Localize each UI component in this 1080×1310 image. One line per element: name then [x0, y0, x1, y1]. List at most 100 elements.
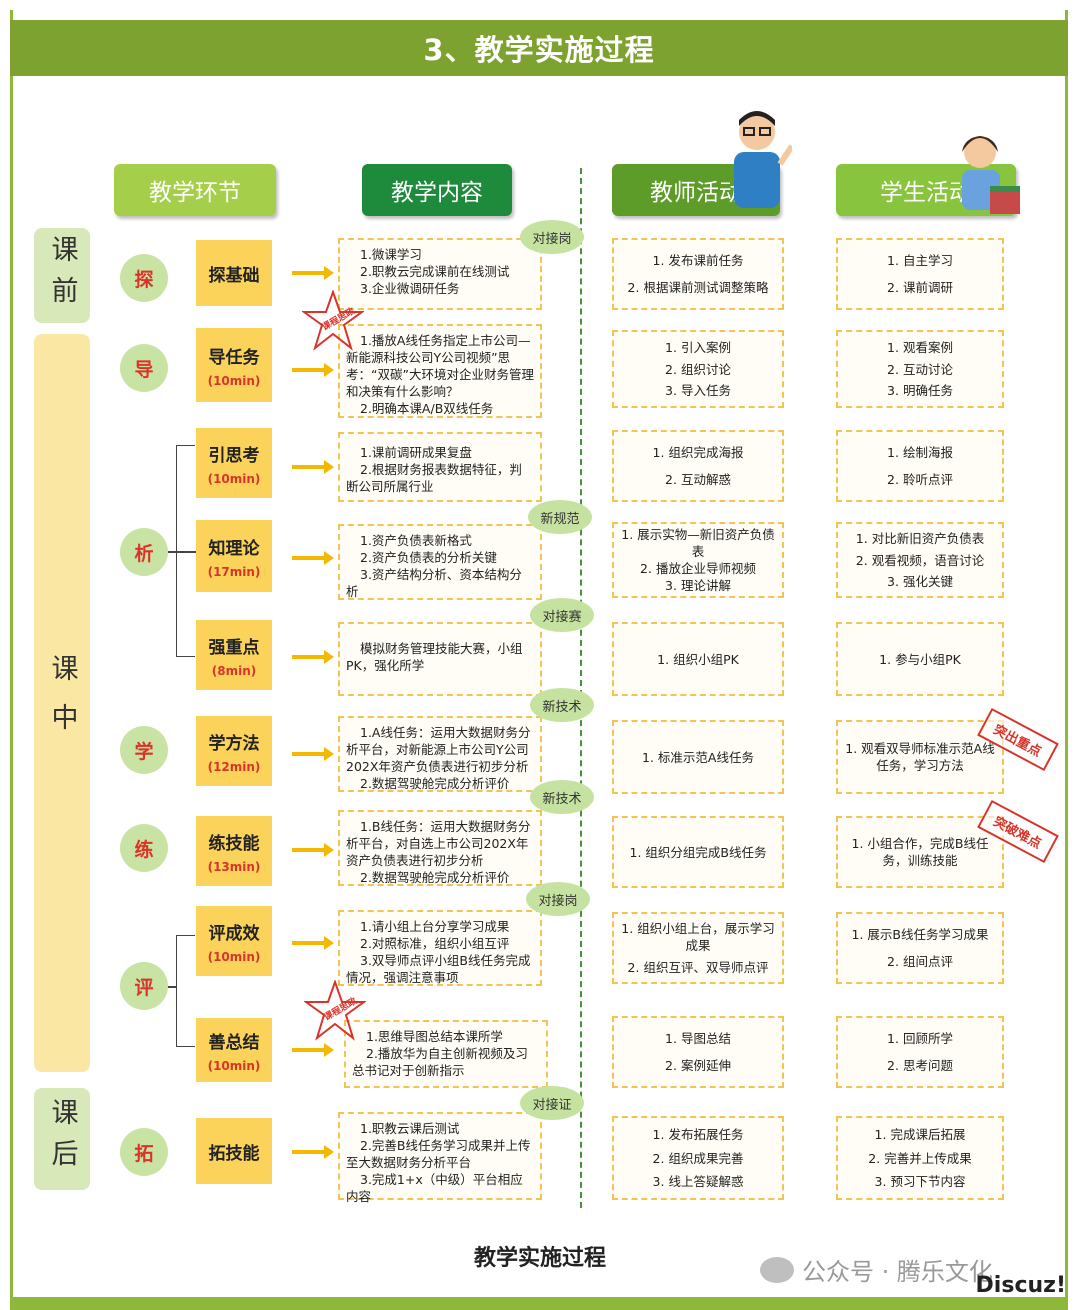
step-duration: (10min) — [207, 471, 261, 486]
content-line: 1.资产负债表新格式 — [360, 533, 472, 548]
teacher-line: 2. 组织互评、双导师点评 — [627, 959, 769, 975]
step-key-points: 强重点 (8min) — [196, 620, 272, 690]
circle-learn: 学 — [120, 726, 168, 774]
page-frame — [10, 10, 1068, 1300]
student-box-4: 1. 对比新旧资产负债表 2. 观看视频，语音讨论 3. 强化关键 — [836, 522, 1004, 598]
teacher-line: 1. 组织完成海报 — [652, 445, 744, 460]
circle-analyze: 析 — [120, 528, 168, 576]
step-label: 学方法 — [208, 733, 260, 754]
step-label: 导任务 — [208, 347, 260, 368]
teacher-line: 2. 互动解惑 — [665, 472, 731, 487]
ideology-star-stamp-icon — [304, 980, 366, 1041]
content-box-4: 1.资产负债表新格式 2.资产负债表的分析关键 3.资产结构分析、资本结构分析 — [338, 524, 542, 600]
teacher-line: 2. 组织成果完善 — [652, 1150, 744, 1166]
column-divider — [580, 168, 582, 1208]
ideology-star-stamp-icon — [302, 290, 364, 351]
content-line: 1.请小组上台分享学习成果 — [360, 919, 510, 934]
teacher-box-4: 1. 展示实物—新旧资产负债表 2. 播放企业导师视频 3. 理论讲解 — [612, 522, 784, 598]
content-box-10: 1.职教云课后测试 2.完善B线任务学习成果并上传至大数据财务分析平台 3.完成… — [338, 1112, 542, 1204]
teacher-box-3: 1. 组织完成海报 2. 互动解惑 — [612, 430, 784, 502]
content-box-8: 1.请小组上台分享学习成果 2.对照标准，组织小组互评 3.双导师点评小组B线任… — [338, 910, 542, 986]
content-line: 2.根据财务报表数据特征，判断公司所属行业 — [346, 462, 522, 494]
content-box-9: 1.思维导图总结本课所学 2.播放华为自主创新视频及习总书记对于创新指示 — [344, 1020, 548, 1088]
student-line: 1. 参与小组PK — [879, 651, 961, 667]
teacher-box-5: 1. 组织小组PK — [612, 622, 784, 696]
step-prompt-thinking: 引思考 (10min) — [196, 428, 272, 498]
arrow-right-icon — [292, 1043, 334, 1057]
student-box-6: 1. 观看双导师标准示范A线任务，学习方法 — [836, 720, 1004, 794]
step-skills: 练技能 (13min) — [196, 816, 272, 886]
content-line: 2.数据驾驶舱完成分析评价 — [360, 776, 510, 791]
arrow-right-icon — [292, 843, 334, 857]
content-line: 1.A线任务：运用大数据财务分析平台，对新能源上市公司Y公司202X年资产负债表… — [346, 725, 531, 774]
content-line: 3.双导师点评小组B线任务完成情况，强调注意事项 — [346, 953, 531, 985]
step-evaluate: 评成效 (10min) — [196, 906, 272, 976]
circle-evaluate: 评 — [120, 962, 168, 1010]
step-duration: (17min) — [207, 564, 261, 579]
header-stage: 教学环节 — [114, 164, 276, 216]
tag-new-tech: 新技术 — [530, 780, 594, 814]
step-methods: 学方法 (12min) — [196, 716, 272, 786]
student-line: 1. 展示B线任务学习成果 — [851, 927, 989, 942]
student-line: 1. 小组合作，完成B线任务，训练技能 — [851, 836, 989, 868]
step-label: 探基础 — [208, 265, 260, 286]
student-box-10: 1. 完成课后拓展 2. 完善并上传成果 3. 预习下节内容 — [836, 1116, 1004, 1200]
step-label: 拓技能 — [208, 1143, 260, 1164]
content-box-2: 1.播放A线任务指定上市公司—新能源科技公司Y公司视频”思考：“双碳”大环境对企… — [338, 324, 542, 418]
teacher-line: 1. 展示实物—新旧资产负债表 — [621, 527, 775, 559]
teacher-line: 3. 导入任务 — [665, 383, 731, 399]
arrow-right-icon — [292, 747, 334, 761]
step-duration: (10min) — [207, 373, 261, 388]
teacher-line: 2. 根据课前测试调整策略 — [627, 280, 769, 295]
content-line: 1.B线任务：运用大数据财务分析平台，对自选上市公司202X年资产负债表进行初步… — [346, 819, 531, 868]
bottom-bar — [10, 1300, 1068, 1310]
student-illustration-icon — [962, 136, 1020, 214]
arrow-right-icon — [292, 266, 334, 280]
arrow-right-icon — [292, 936, 334, 950]
wechat-label: 公众号 · 腾乐文化 — [802, 1258, 993, 1286]
bracket-stub-analyze — [168, 551, 176, 553]
teacher-line: 2. 案例延伸 — [665, 1058, 731, 1073]
diagram-caption: 教学实施过程 — [473, 1246, 606, 1271]
wechat-icon — [760, 1256, 794, 1283]
student-box-7: 1. 小组合作，完成B线任务，训练技能 — [836, 816, 1004, 888]
content-line: 2.数据驾驶舱完成分析评价 — [360, 870, 510, 885]
student-line: 2. 完善并上传成果 — [868, 1150, 972, 1166]
teacher-line: 1. 标准示范A线任务 — [642, 749, 754, 765]
student-box-2: 1. 观看案例 2. 互动讨论 3. 明确任务 — [836, 330, 1004, 408]
step-guide-task: 导任务 (10min) — [196, 328, 272, 402]
teacher-line: 3. 理论讲解 — [665, 578, 731, 593]
teacher-box-9: 1. 导图总结 2. 案例延伸 — [612, 1016, 784, 1088]
student-line: 3. 预习下节内容 — [874, 1173, 966, 1189]
arrow-right-icon — [292, 363, 334, 377]
content-line: 3.企业微调研任务 — [360, 281, 460, 296]
step-duration: (10min) — [207, 1058, 261, 1073]
bracket-mid-analyze — [176, 551, 196, 553]
teacher-line: 3. 线上答疑解惑 — [652, 1173, 744, 1189]
circle-extend: 拓 — [120, 1128, 168, 1176]
student-box-1: 1. 自主学习 2. 课前调研 — [836, 238, 1004, 310]
content-box-7: 1.B线任务：运用大数据财务分析平台，对自选上市公司202X年资产负债表进行初步… — [338, 810, 542, 886]
phase-post-class: 课后 — [34, 1088, 90, 1190]
student-line: 2. 观看视频，语音讨论 — [855, 552, 985, 568]
student-line: 1. 完成课后拓展 — [874, 1127, 966, 1143]
content-line: 2.对照标准，组织小组互评 — [360, 936, 510, 951]
step-duration: (10min) — [207, 949, 261, 964]
content-line: 3.资产结构分析、资本结构分析 — [346, 567, 522, 599]
phase-in-class: 课中 — [34, 334, 90, 1072]
teacher-line: 1. 组织分组完成B线任务 — [629, 844, 767, 860]
phase-pre-class: 课前 — [34, 228, 90, 323]
step-duration: (12min) — [207, 759, 261, 774]
wechat-watermark: 公众号 · 腾乐文化 — [760, 1252, 993, 1287]
circle-practice: 练 — [120, 824, 168, 872]
page-title: 3、教学实施过程 — [10, 20, 1068, 76]
student-line: 2. 课前调研 — [887, 280, 953, 295]
teacher-line: 1. 发布拓展任务 — [652, 1127, 744, 1143]
content-line: 1.课前调研成果复盘 — [360, 445, 472, 460]
teacher-box-2: 1. 引入案例 2. 组织讨论 3. 导入任务 — [612, 330, 784, 408]
step-duration: (13min) — [207, 859, 261, 874]
teacher-line: 2. 组织讨论 — [665, 361, 731, 377]
content-line: 3.完成1+x（中级）平台相应内容 — [346, 1172, 523, 1204]
step-explore-basics: 探基础 — [196, 240, 272, 306]
